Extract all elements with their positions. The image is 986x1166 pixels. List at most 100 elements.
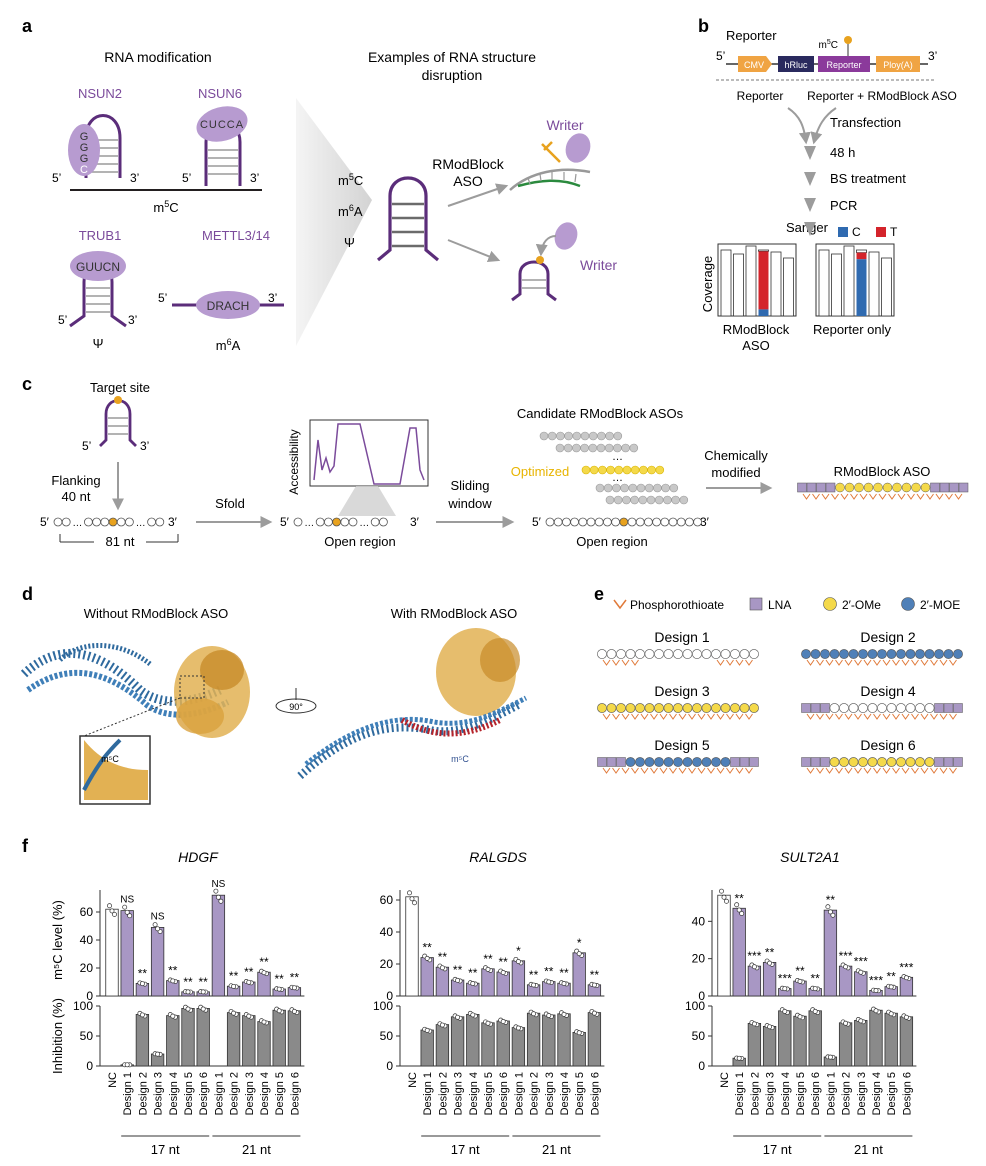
phosphorothioate-link [869, 493, 877, 500]
bar-inhibition [257, 1021, 271, 1067]
sequence-open-region: 5′……3′ [280, 515, 420, 529]
moe-unit [848, 649, 859, 659]
candidate-nucleotide [564, 431, 573, 441]
replicate-point [751, 964, 757, 970]
bar-m5c [105, 908, 119, 997]
phosphorothioate-link [901, 767, 910, 774]
sanger-bar [758, 249, 769, 252]
three-prime: 3′ [168, 515, 178, 529]
significance: ** [559, 966, 569, 980]
tick-label: 0 [86, 989, 93, 1003]
ome-unit [835, 482, 845, 493]
bar-inhibition [181, 1008, 195, 1067]
chart-title: SULT2A1 [780, 849, 840, 865]
candidate-nucleotide [556, 431, 565, 441]
phosphorothioate-link [873, 713, 881, 720]
replicate-point [185, 1006, 191, 1012]
category-label: Design 2 [137, 1072, 149, 1115]
replicate-point [185, 989, 191, 995]
significance: ** [544, 965, 554, 979]
phosphorothioate-link [816, 767, 824, 774]
significance: *** [899, 960, 913, 974]
ome-unit [692, 703, 702, 713]
lna-unit [810, 757, 821, 767]
phosphorothioate-link [631, 659, 639, 666]
phosphorothioate-link [897, 493, 906, 500]
center-hairpin [376, 176, 440, 262]
ome-unit [915, 757, 925, 767]
lna-unit [934, 757, 944, 767]
significance: ** [168, 964, 178, 978]
rna-unit [924, 703, 935, 713]
replicate-point [155, 926, 161, 932]
design-label: Design 6 [860, 737, 915, 753]
polya-label: Ploy(A) [883, 60, 913, 70]
candidate-nucleotide [654, 495, 664, 505]
phosphorothioate-link [935, 493, 944, 500]
reporter-title: Reporter [726, 28, 777, 43]
tick-label: 50 [380, 1029, 394, 1043]
phosphorothioate-link [816, 659, 824, 666]
phosphorothioate-link [901, 713, 910, 720]
sanger-bar [831, 253, 842, 317]
phosphorothioate-link [911, 767, 919, 774]
tick-label: 100 [373, 999, 393, 1013]
rna-unit [877, 703, 887, 713]
replicate-point [424, 1027, 430, 1033]
replicate-point [200, 989, 206, 995]
legend-lna: LNA [768, 598, 791, 612]
phosphorothioate-link [930, 767, 938, 774]
category-label: Design 2 [749, 1072, 761, 1115]
nucleotide [147, 517, 157, 527]
phosphorothioate-link [863, 713, 872, 720]
phosphorothioate-link [939, 767, 948, 774]
lna-unit [616, 757, 626, 767]
significance: *** [869, 973, 883, 987]
phosphorothioate-link [716, 767, 725, 774]
m5c-right: m⁵C [451, 754, 469, 764]
bar-m5c [732, 907, 746, 997]
phosphorothioate-link [911, 659, 919, 666]
three-prime: 3′ [410, 515, 420, 529]
moe-unit [886, 649, 897, 659]
replicate-point [843, 1020, 849, 1026]
replicate-point [812, 1008, 818, 1014]
panel-label-b: b [698, 16, 709, 36]
rna-unit [654, 649, 664, 659]
lna-unit [949, 482, 959, 493]
phosphorothioate-link [892, 713, 900, 720]
phosphorothioate-link [735, 713, 744, 720]
phosphorothioate-link [697, 767, 706, 774]
phosphorothioate-link [926, 493, 934, 500]
replicate-point [215, 894, 221, 900]
nucleotide-target [108, 517, 118, 527]
ome-unit [739, 703, 750, 713]
three-prime: 3’ [130, 171, 139, 185]
phosphorothioate-link [825, 659, 834, 666]
ome-unit [877, 757, 887, 767]
moe-unit [858, 649, 868, 659]
candidate-nucleotide [596, 443, 606, 453]
bar-m5c [405, 896, 419, 997]
replicate-point [888, 984, 894, 990]
flanking-1: Flanking [51, 473, 100, 488]
phosphorothioate-link [735, 767, 744, 774]
sanger-bars [717, 243, 895, 317]
phosphorothioate-link [835, 713, 843, 720]
replicate-point [276, 986, 282, 992]
legend-c: C [852, 225, 861, 239]
group-label: 21 nt [542, 1142, 571, 1157]
candidate-nucleotide [612, 483, 621, 493]
replicate-point [797, 978, 803, 984]
moe-unit [905, 649, 916, 659]
phosphorothioate-link [745, 659, 753, 666]
bar-m5c [420, 957, 434, 997]
legend-t: T [890, 225, 898, 239]
bar-inhibition [557, 1013, 571, 1067]
bar-m5c [854, 971, 868, 997]
phosphorothioate-link [707, 767, 715, 774]
phosphorothioate-link [901, 659, 910, 666]
